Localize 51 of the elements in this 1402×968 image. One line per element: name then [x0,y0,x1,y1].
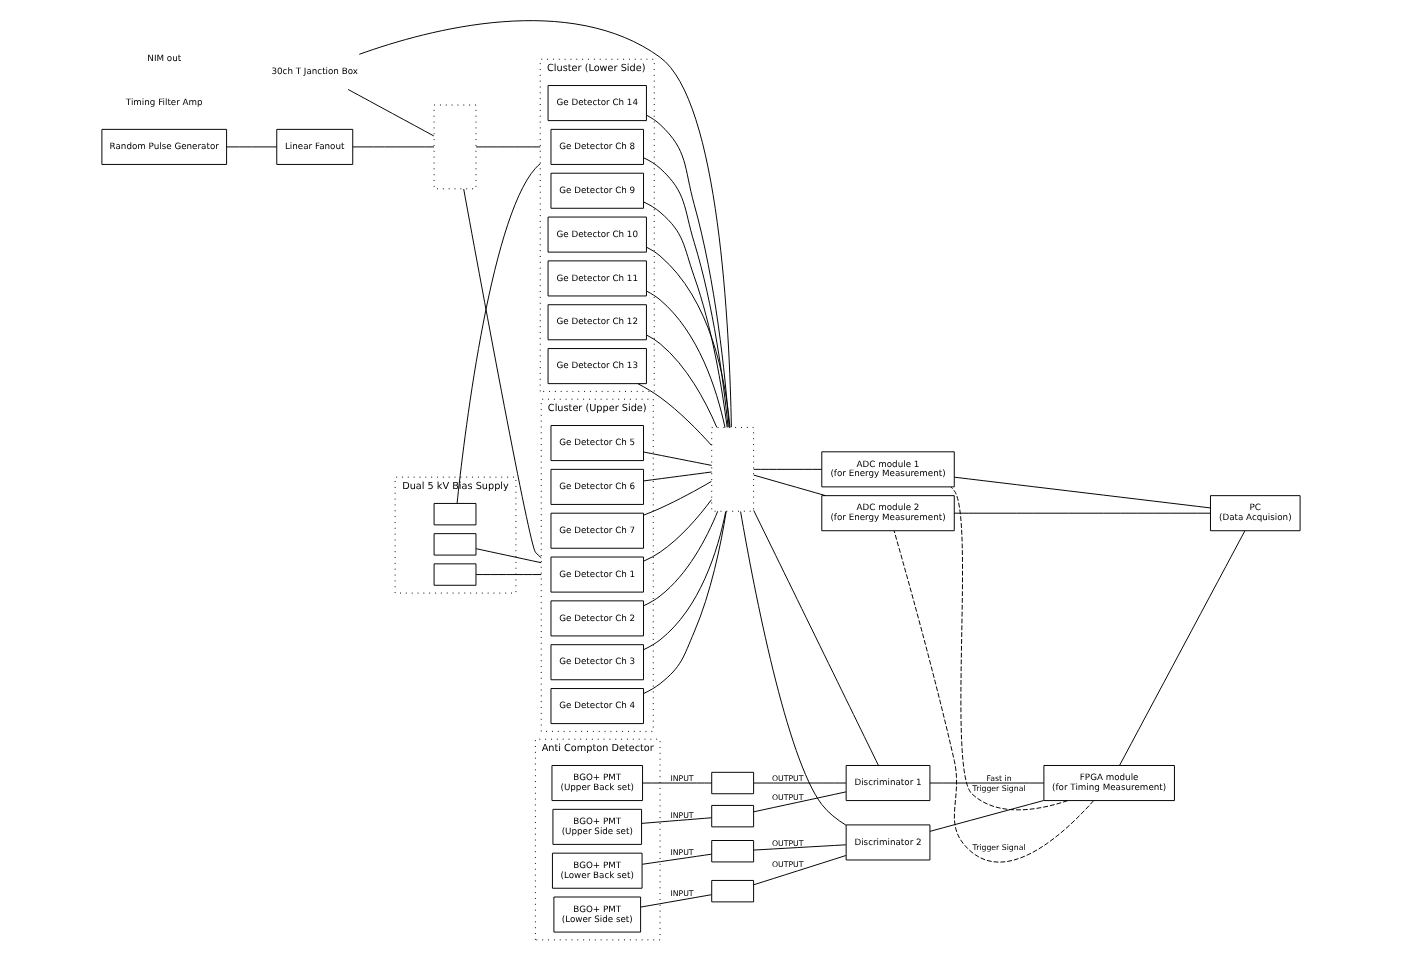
connector [352,146,435,148]
connector [643,480,712,516]
node-box [433,563,477,586]
connector [753,474,827,497]
connector [475,146,541,148]
connector [893,530,1094,863]
connector [643,201,728,428]
connector [753,509,879,766]
node-box [711,427,755,512]
node-box [711,879,755,903]
connector [643,510,727,651]
connector [753,844,847,851]
node-box [433,502,477,526]
connector [456,163,541,504]
node-box [711,840,755,863]
node-box [711,804,755,828]
connector [475,574,542,576]
connector [646,290,726,428]
connector [643,451,713,466]
connector [953,476,1211,509]
connector [643,510,727,694]
connector [475,548,542,564]
connector [929,800,1045,832]
connector [643,510,719,607]
connector [753,468,823,470]
connector [740,511,847,826]
connector [646,114,730,428]
connector [753,782,847,784]
connector [463,188,542,559]
connector [929,782,1045,784]
node-box [433,533,477,556]
node-box [433,104,477,190]
connector [953,512,1211,514]
connector [640,894,712,908]
node-box [711,771,755,795]
connector [637,383,712,446]
connector [643,499,712,562]
connector [646,246,731,428]
connector [753,791,847,813]
connector [646,334,718,428]
connector [641,853,713,865]
connector [641,817,712,824]
connector [643,157,729,428]
connector [642,782,713,784]
connector [358,20,732,428]
connector [347,89,435,137]
connector [753,855,847,886]
connector [950,486,1069,811]
connector [226,146,278,148]
connector [643,471,713,482]
connector [1119,530,1246,766]
